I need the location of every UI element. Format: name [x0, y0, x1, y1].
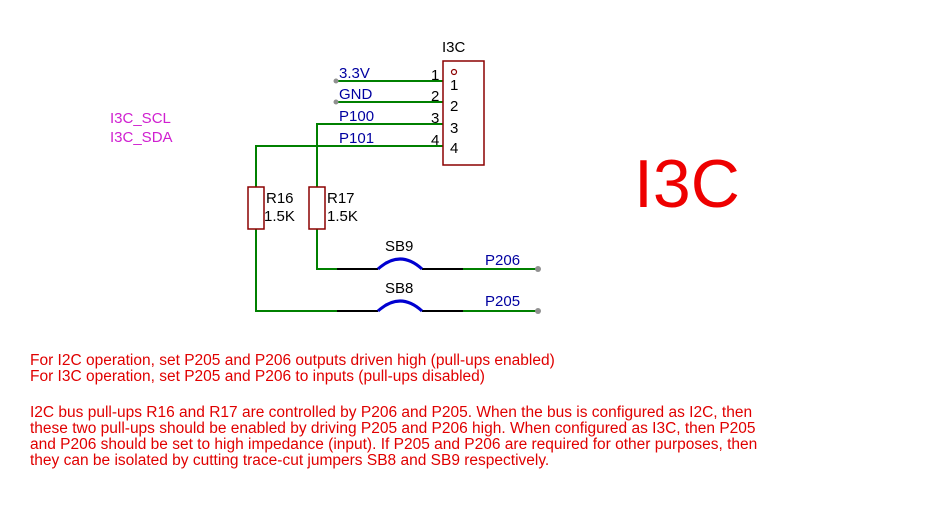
note-para-line-4: they can be isolated by cutting trace-cu… [30, 452, 550, 469]
note-para-line-2: these two pull-ups should be enabled by … [30, 420, 756, 437]
pin-inner-1: 1 [450, 77, 458, 94]
jumper-sb9-ref: SB9 [385, 238, 413, 255]
resistor-r17-body [308, 186, 326, 230]
wire-ends [333, 78, 541, 314]
end-dot-p205 [535, 308, 541, 314]
wire-p100 [316, 123, 443, 187]
resistor-r16-value: 1.5K [264, 208, 295, 225]
note-para-line-3: and P206 should be set to high impedance… [30, 436, 758, 453]
big-title: I3C [634, 146, 740, 222]
resistor-r16: R16 1.5K [247, 186, 295, 230]
pin1-marker-icon [450, 68, 458, 76]
resistor-r16-ref: R16 [266, 190, 294, 207]
wire-p101 [255, 145, 443, 187]
net-label-p206: P206 [485, 252, 520, 269]
net-label-p100: P100 [339, 108, 374, 125]
pin-outer-4: 4 [431, 132, 439, 149]
jumper-sb8: SB8 P205 [337, 280, 520, 313]
net-label-3v3: 3.3V [339, 65, 370, 82]
pin-outer-2: 2 [431, 88, 439, 105]
pin-outer-1: 1 [431, 67, 439, 84]
pin-inner-4: 4 [450, 140, 458, 157]
net-label-gnd: GND [339, 86, 373, 103]
connector-body [442, 60, 485, 166]
resistor-r16-body [247, 186, 265, 230]
note-line-1: For I2C operation, set P205 and P206 out… [30, 352, 555, 369]
end-dot-gnd [333, 99, 339, 105]
pin-inner-2: 2 [450, 98, 458, 115]
net-label-p205: P205 [485, 293, 520, 310]
note-line-2: For I3C operation, set P205 and P206 to … [30, 368, 485, 385]
resistor-r17-value: 1.5K [327, 208, 358, 225]
resistor-r17: R17 1.5K [308, 186, 358, 230]
wires [255, 80, 538, 312]
resistor-r17-ref: R17 [327, 190, 355, 207]
connector-i3c: I3C 1 2 3 4 1 2 3 4 [431, 39, 485, 166]
pin-inner-3: 3 [450, 120, 458, 137]
end-dot-p206 [535, 266, 541, 272]
jumper-sb8-ref: SB8 [385, 280, 413, 297]
jumper-sb9: SB9 P206 [337, 238, 520, 271]
end-dot-3v3 [333, 78, 339, 84]
jumper-sb9-arc [376, 257, 424, 271]
connector-title: I3C [442, 39, 466, 56]
wire-r17-to-sb9 [316, 229, 378, 270]
side-label-sda: I3C_SDA [110, 129, 173, 146]
pin-outer-3: 3 [431, 110, 439, 127]
jumper-sb8-arc [376, 299, 424, 313]
net-label-p101: P101 [339, 130, 374, 147]
side-label-scl: I3C_SCL [110, 110, 171, 127]
note-para-line-1: I2C bus pull-ups R16 and R17 are control… [30, 404, 753, 421]
connector-net-labels: 3.3V GND P100 P101 [339, 65, 374, 147]
